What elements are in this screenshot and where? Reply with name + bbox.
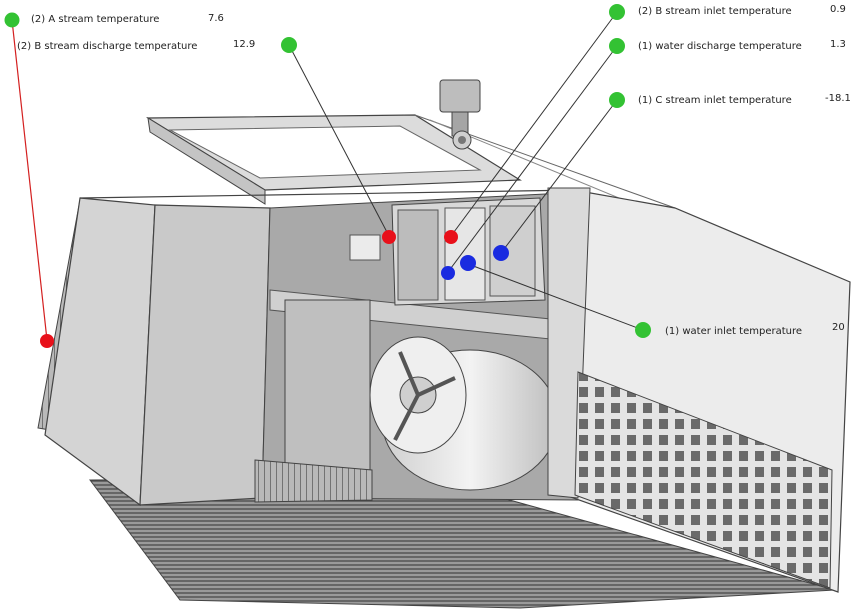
label-water-discharge: (1) water discharge temperature (638, 41, 802, 52)
leader-a-stream (11, 19, 48, 341)
leader-c-inlet (500, 99, 618, 254)
indicator-water-discharge[interactable] (609, 38, 625, 54)
indicator-b-inlet[interactable] (609, 4, 625, 20)
value-a-stream: 7.6 (208, 13, 224, 24)
sensor-blue-water-discharge[interactable] (441, 266, 455, 280)
value-water-inlet: 20 (832, 322, 845, 333)
leader-water-discharge (447, 45, 618, 273)
leader-b-inlet (450, 11, 618, 237)
valve-actuator (439, 79, 481, 150)
sensor-red-b-discharge[interactable] (382, 230, 396, 244)
label-b-discharge: (2) B stream discharge temperature (17, 41, 198, 52)
indicator-water-inlet[interactable] (635, 322, 651, 338)
indicator-b-discharge[interactable] (281, 37, 297, 53)
sensor-red-b-inlet[interactable] (444, 230, 458, 244)
fan-blower (254, 299, 559, 503)
value-b-inlet: 0.9 (830, 4, 846, 15)
label-water-inlet: (1) water inlet temperature (665, 326, 803, 337)
label-c-inlet: (1) C stream inlet temperature (638, 95, 792, 106)
right-side-panel (547, 187, 851, 593)
top-lid (145, 114, 676, 216)
leader-b-discharge (288, 44, 390, 237)
value-c-inlet: -18.1 (825, 93, 851, 104)
sensor-red-left[interactable] (40, 334, 54, 348)
indicator-a-stream[interactable] (4, 12, 20, 28)
sensor-blue-c-inlet[interactable] (493, 245, 509, 261)
value-b-discharge: 12.9 (233, 39, 256, 50)
leader-water-inlet (467, 263, 644, 331)
indicator-c-inlet[interactable] (609, 92, 625, 108)
left-side-panel (37, 189, 581, 507)
value-water-discharge: 1.3 (830, 39, 846, 50)
label-b-inlet: (2) B stream inlet temperature (638, 6, 792, 17)
label-a-stream: (2) A stream temperature (31, 14, 160, 25)
sensor-blue-water-inlet[interactable] (460, 255, 476, 271)
